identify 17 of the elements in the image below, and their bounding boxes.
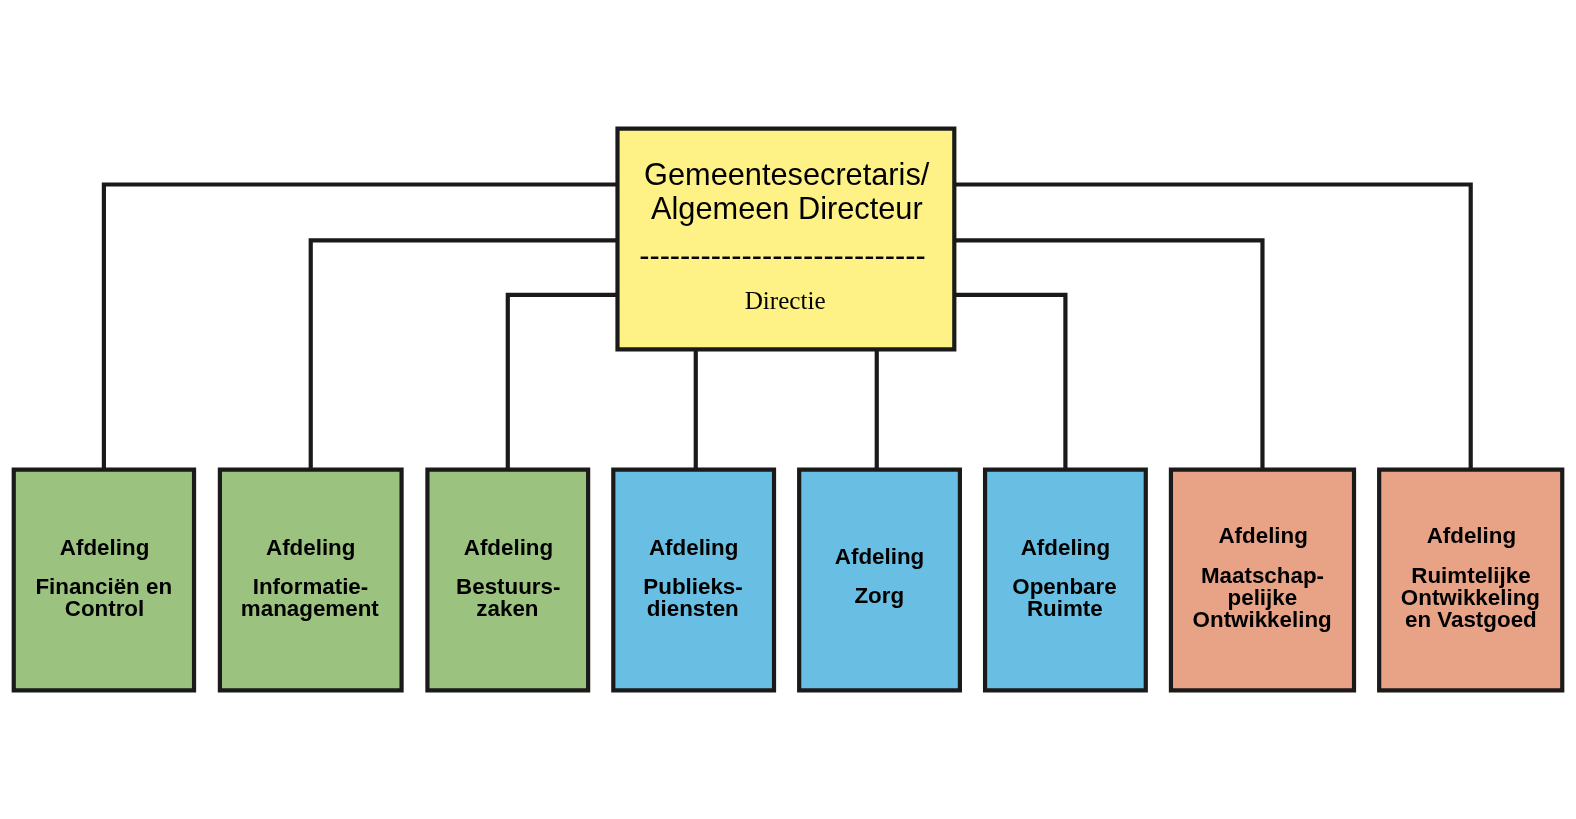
node-box: Afdeling Openbare Ruimte: [982, 467, 1148, 693]
connector: [954, 238, 1265, 470]
node-box: Afdeling Publieks- diensten: [611, 467, 777, 693]
node-box: Afdeling Bestuurs- zaken: [425, 467, 591, 693]
node-box: Afdeling Maatschap- pelijke Ontwikkeling: [1168, 467, 1357, 693]
connector: [505, 292, 618, 470]
node-box: Afdeling Financiën en Control: [11, 467, 197, 693]
node-box: Afdeling Ruimtelijke Ontwikkeling en Vastgoed: [1377, 467, 1565, 693]
node-box: Afdeling Zorg: [797, 467, 962, 693]
connector: [308, 238, 618, 470]
connector: [874, 349, 879, 470]
connector: [101, 182, 618, 470]
node-box: Gemeentesecretaris/ Algemeen Directeur ---------------------------- Directie: [615, 126, 957, 352]
node-box: Afdeling Informatie- management: [217, 467, 404, 693]
connector: [693, 349, 698, 470]
connector: [954, 182, 1473, 470]
connector: [954, 292, 1068, 470]
